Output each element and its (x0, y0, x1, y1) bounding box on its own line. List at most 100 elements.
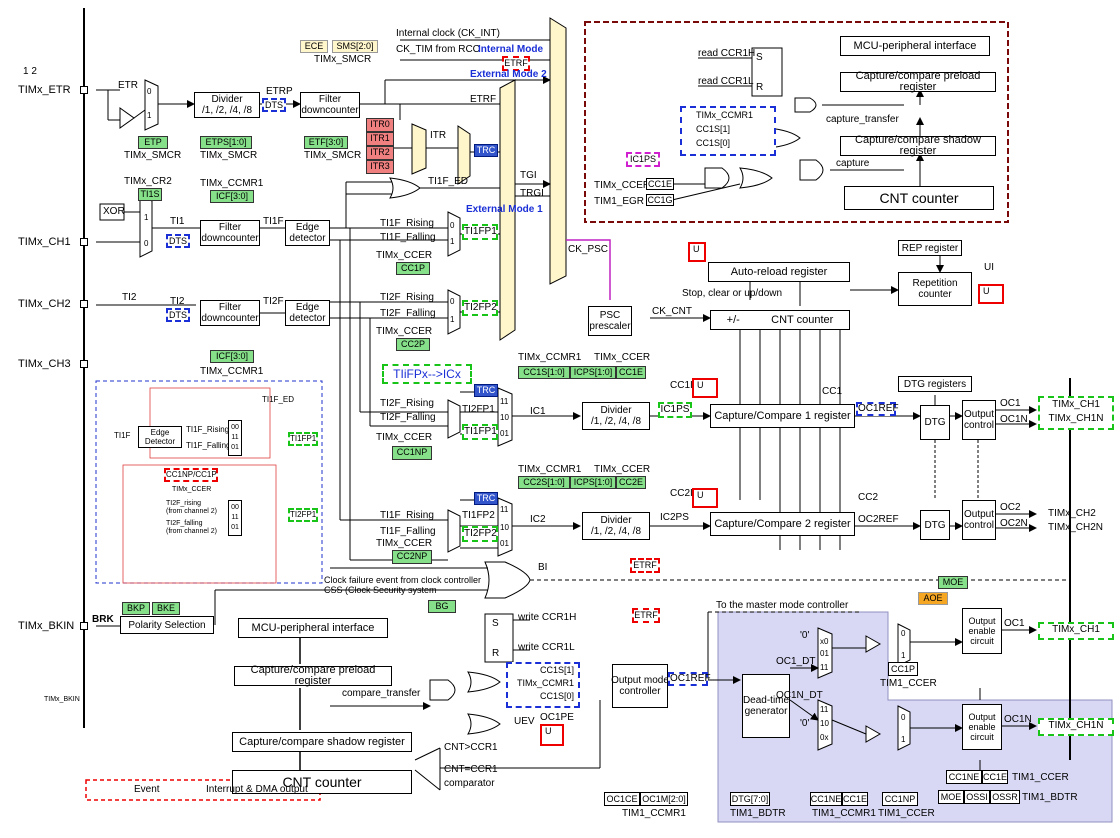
cc2s-bits: CC2S[1:0] (518, 476, 570, 489)
aoe-bit: AOE (918, 592, 948, 605)
pol-a-0: 0 (901, 629, 906, 638)
cc1e-bit: CC1E (616, 366, 646, 379)
tgi-label: TGI (520, 170, 537, 181)
compare-oc1ref: OC1REF (668, 672, 711, 686)
etps-bits: ETPS[1:0] (200, 136, 252, 149)
icps2-bits: ICPS[1:0] (570, 476, 616, 489)
sms-bits: SMS[2:0] (332, 40, 378, 53)
brk-label: BRK (92, 614, 114, 625)
capture-cc1s1: CC1S[1] (696, 124, 731, 134)
ck-psc-label: CK_PSC (568, 244, 609, 255)
output-control-2: Output control (962, 500, 996, 540)
ti2-label: TI2 (122, 292, 137, 303)
capture-cc1s0: CC1S[0] (696, 138, 731, 148)
etf-register: TIMx_SMCR (304, 150, 362, 161)
ti1fp1-label: TI1FP1 (462, 224, 498, 240)
detail-ccer: TIMx_CCER (172, 486, 212, 493)
ccmr1-2-register: TIMx_CCMR1 (518, 464, 582, 475)
compare-latch-s: S (492, 618, 499, 629)
uev-label: UEV (514, 716, 535, 727)
pin-ch1 (80, 238, 88, 246)
ti2-filter: Filter downcounter (200, 300, 260, 326)
cc2i-label: CC2I (670, 488, 693, 499)
zero-b-label: '0' (800, 718, 810, 729)
internal-clock-label: Internal clock (CK_INT) (396, 28, 500, 39)
pol-a-1: 1 (901, 651, 906, 660)
etp-bit: ETP (138, 136, 168, 149)
ti1f-rising-label: TI1F_Rising (380, 218, 434, 229)
cc2-label: CC2 (858, 492, 879, 503)
ccr2-register: Capture/Compare 2 register (710, 512, 855, 536)
ccer-b-reg: TIM1_CCER (878, 808, 935, 819)
cc2e-bit: CC2E (616, 476, 646, 489)
detail-from-ch2a: (from channel 2) (166, 508, 217, 515)
rep-event-u: U (978, 284, 1004, 304)
dtg-2: DTG (920, 510, 950, 540)
icps1-bits: ICPS[1:0] (570, 366, 616, 379)
external-mode1-label: External Mode 1 (466, 204, 543, 215)
ic1-mux-01: 01 (500, 429, 509, 438)
itr-label: ITR (430, 130, 447, 141)
ti1s-bit: TI1S (138, 188, 162, 201)
etrf-label: ETRF (470, 94, 497, 105)
ti2f-falling-cap: TI2F_Falling (380, 412, 436, 423)
mux-b-11: 11 (820, 705, 829, 714)
ccr1-register: Capture/Compare 1 register (710, 404, 855, 428)
cc1-event-u: U (692, 378, 718, 398)
ti1f-ed-label: TI1F_ED (428, 176, 469, 187)
stop-clear-label: Stop, clear or up/down (682, 288, 783, 299)
compare-cc1s1: CC1S[1] (539, 665, 574, 675)
cnt-eq-ccr1: CNT=CCR1 (444, 764, 498, 775)
capture-shadow-register: Capture/compare shadow register (840, 135, 996, 157)
ic2-mux-11: 11 (500, 505, 509, 514)
detail-ti2f-rising: TI2F_rising (166, 500, 202, 507)
icf-top-bits: ICF[3:0] (210, 190, 254, 203)
pol-b-1: 1 (901, 735, 906, 744)
capture-label: capture (836, 158, 870, 169)
cc1e-bit-2: CC1E (982, 770, 1008, 784)
repetition-counter: Repetition counter (898, 272, 972, 306)
ti2-dts: DTS (166, 308, 190, 322)
ccer-2-register: TIMx_CCER (594, 464, 651, 475)
trc-2: TRC (474, 492, 498, 505)
mux-a-x0: x0 (820, 637, 829, 646)
bke-bit: BKE (152, 602, 180, 615)
ccer-1-register: TIMx_CCER (594, 352, 651, 363)
oc1m-bits: OC1M[2:0] (640, 792, 688, 806)
capture-ic1ps: IC1PS (626, 152, 660, 167)
oc1ref-label: OC1REF (856, 402, 899, 416)
etr-dts: DTS (262, 98, 286, 112)
rep-register: REP register (898, 240, 962, 256)
pin-etr (80, 86, 88, 94)
capture-preload-register: Capture/compare preload register (840, 71, 996, 93)
read-ccr1l: read CCR1L (698, 76, 754, 87)
capture-transfer-label: capture_transfer (826, 114, 899, 125)
ccer2-register: TIMx_CCER (376, 326, 433, 337)
pin-timx-bkin-small-label: TIMx_BKIN (44, 696, 80, 703)
ic2-mux-10: 10 (500, 523, 509, 532)
ti2fp2-label: TI2FP2 (462, 300, 498, 316)
ic2-label: IC2 (530, 514, 546, 525)
bdtr-a-reg: TIM1_BDTR (730, 808, 786, 819)
legend-event: Event (134, 784, 160, 795)
etrf-event-2: ETRF (630, 558, 660, 573)
ti1-label: TI1 (170, 216, 185, 227)
ic1-label: IC1 (530, 406, 546, 417)
ccer-a-reg: TIM1_CCER (880, 678, 937, 689)
output-control-1: Output control (962, 400, 996, 440)
bg-bit: BG (428, 600, 456, 613)
detail-ti2fp1: TI2FP1 (288, 508, 318, 522)
capture-mcu-interface: MCU-peripheral interface (840, 36, 990, 56)
etrp-label: ETRP (266, 86, 293, 97)
ccmr1-top-register: TIMx_CCMR1 (200, 178, 264, 189)
detail-ti1f: TI1F (114, 431, 131, 440)
compare-transfer-label: compare_transfer (342, 688, 421, 699)
cc1ne-bit-2: CC1NE (946, 770, 982, 784)
etr-divider: Divider /1, /2, /4, /8 (194, 92, 260, 118)
capture-egr: TIM1_EGR (594, 196, 645, 207)
oc2ref-label: OC2REF (858, 514, 899, 525)
ic1-divider: Divider /1, /2, /4, /8 (582, 402, 650, 430)
capture-ccmr1: TIMx_CCMR1 (696, 110, 754, 120)
ic2ps-label: IC2PS (660, 512, 689, 523)
psc-prescaler: PSC prescaler (588, 306, 632, 336)
